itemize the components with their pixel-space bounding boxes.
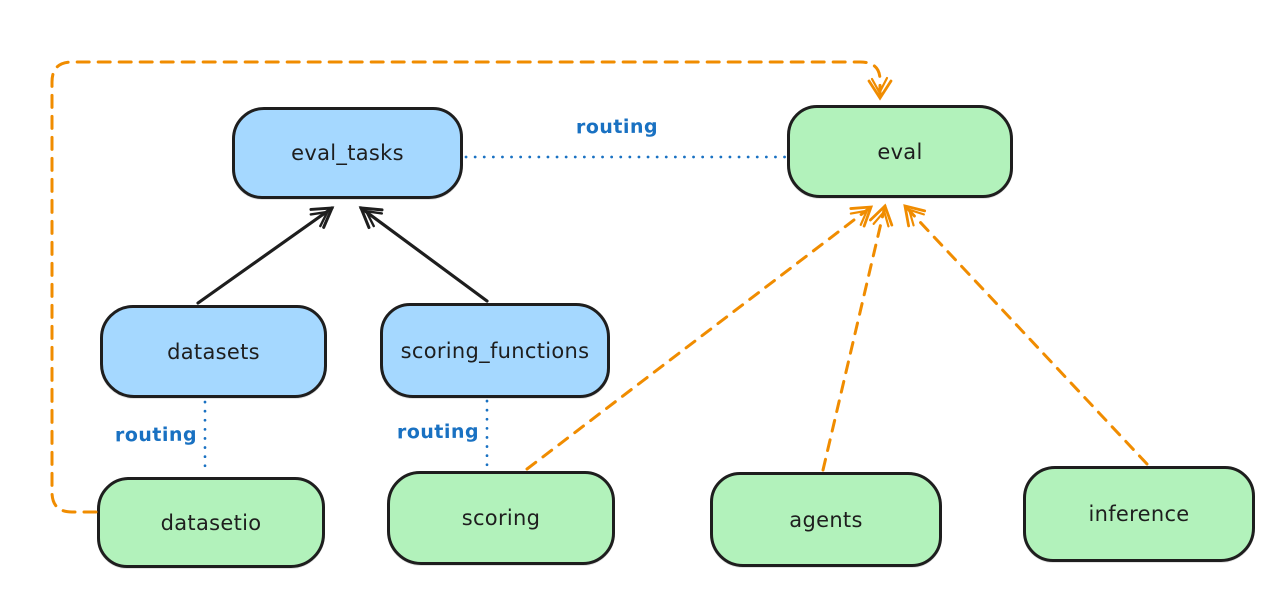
node-agents-label: agents [789, 507, 863, 532]
node-datasets-label: datasets [167, 339, 260, 364]
node-eval-tasks-label: eval_tasks [291, 141, 404, 165]
node-agents: agents [710, 472, 942, 567]
edge-label-routing-scoringfunctions-scoring: routing [396, 420, 480, 444]
edge-scoringfunctions-evaltasks [358, 206, 489, 303]
node-eval-label: eval [877, 139, 923, 164]
edge-agents-eval [821, 203, 894, 472]
node-inference-label: inference [1088, 502, 1190, 526]
node-datasetio-label: datasetio [160, 510, 262, 535]
node-scoring-label: scoring [461, 506, 541, 530]
node-datasetio: datasetio [97, 477, 325, 568]
node-scoring: scoring [387, 471, 615, 565]
edge-datasets-evaltasks [196, 206, 335, 305]
edge-label-routing-evaltasks-eval: routing [575, 115, 659, 139]
node-inference: inference [1023, 466, 1255, 562]
node-eval-tasks: eval_tasks [232, 107, 463, 199]
node-scoring-functions-label: scoring_functions [400, 338, 590, 363]
edge-inference-eval [903, 204, 1149, 466]
node-datasets: datasets [100, 305, 327, 398]
node-scoring-functions: scoring_functions [380, 303, 610, 398]
edge-label-routing-datasets-datasetio: routing [114, 423, 198, 447]
node-eval: eval [787, 105, 1013, 198]
